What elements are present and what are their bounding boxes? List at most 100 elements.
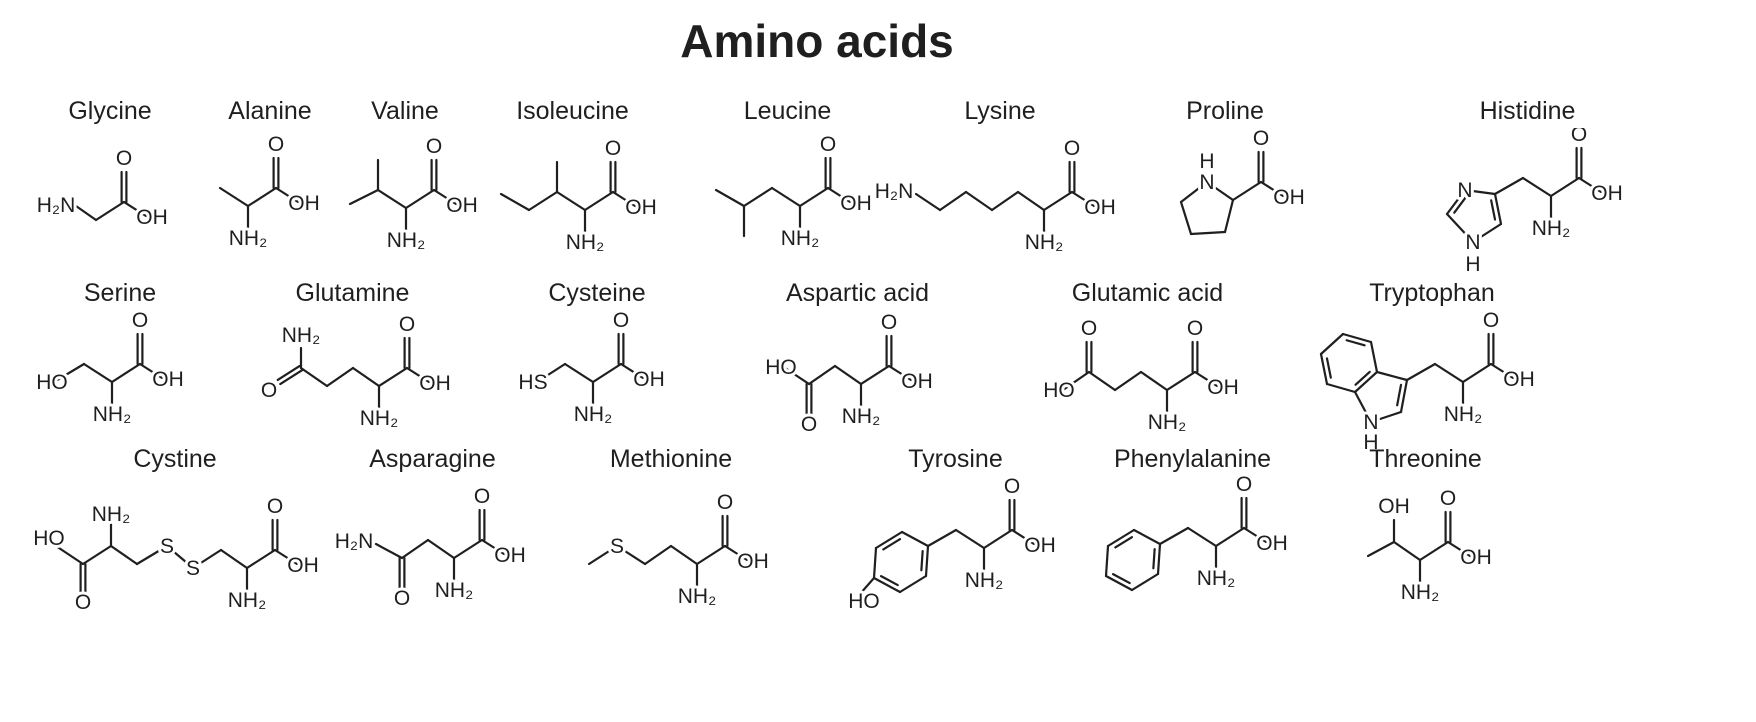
bond <box>1325 357 1332 379</box>
bond <box>165 544 195 570</box>
atom-label: OH <box>1207 376 1239 399</box>
molecule-name-glutamine: Glutamine <box>295 279 410 307</box>
atom-label: H <box>1465 253 1480 276</box>
atom-label: N <box>1363 411 1378 434</box>
atom-label: O <box>268 133 284 156</box>
bond <box>219 548 249 570</box>
atom-label: S <box>160 535 174 558</box>
bond <box>1433 362 1464 384</box>
bond <box>954 528 986 550</box>
bond <box>1405 362 1436 382</box>
bond <box>669 544 699 566</box>
atom-label: O <box>800 413 816 436</box>
bond <box>1179 200 1192 236</box>
atom-label: NH₂ <box>434 579 472 602</box>
bond <box>1186 526 1218 548</box>
bond <box>898 574 928 594</box>
bond <box>535 362 567 384</box>
molecule-name-methionine: Methionine <box>609 445 733 473</box>
atom-label: OH <box>1273 186 1305 209</box>
atom-label: NH₂ <box>92 403 130 426</box>
atom-label: O <box>1186 317 1202 340</box>
bond <box>1016 190 1045 212</box>
bond <box>879 575 899 587</box>
bond <box>1231 180 1262 202</box>
bond <box>1214 526 1246 548</box>
bond <box>1452 196 1467 214</box>
atom-label: HO <box>765 356 797 379</box>
atom-label: NH₂ <box>92 503 130 526</box>
molecule-name-histidine: Histidine <box>1479 97 1576 125</box>
bond <box>1353 370 1371 386</box>
atom-label: O <box>1063 137 1079 160</box>
bond <box>1418 540 1449 562</box>
bond <box>555 190 586 212</box>
bond <box>591 362 623 384</box>
atom-label: HO <box>848 590 880 613</box>
atom-label: OH <box>494 544 526 567</box>
molecule-name-tryptophan: Tryptophan <box>1369 279 1495 307</box>
bond <box>1345 339 1366 347</box>
molecule-name-cysteine: Cysteine <box>548 279 646 307</box>
bond <box>1139 370 1168 392</box>
bond <box>51 542 85 566</box>
bond <box>783 366 810 386</box>
bond <box>1111 573 1131 585</box>
atom-label: NH₂ <box>1147 411 1185 434</box>
bond <box>723 544 749 562</box>
bond <box>1461 362 1492 384</box>
molecule-name-valine: Valine <box>371 97 439 125</box>
atom-label: NH₂ <box>228 589 266 612</box>
bond <box>1061 370 1090 392</box>
bond <box>1189 230 1226 236</box>
bond <box>1165 370 1196 392</box>
bond <box>377 366 408 388</box>
bond <box>833 364 862 386</box>
atom-label: NH₂ <box>841 405 879 428</box>
atom-label: O <box>717 491 733 514</box>
atom-label: O <box>1252 128 1268 150</box>
bond <box>109 544 139 566</box>
atom-label: O <box>880 311 896 334</box>
bond <box>1369 410 1402 424</box>
atom-label: N <box>1465 231 1480 254</box>
atom-label: HO <box>33 527 65 550</box>
atom-label: NH₂ <box>387 229 425 252</box>
bond <box>807 364 836 386</box>
bond <box>583 190 614 212</box>
atom-label: NH₂ <box>780 227 818 250</box>
bond <box>798 186 829 208</box>
bond <box>81 544 113 566</box>
bond <box>404 188 436 210</box>
bond <box>1106 528 1136 548</box>
bond <box>900 530 930 548</box>
atom-label: OH <box>737 550 769 573</box>
atom-label: NH₂ <box>281 324 319 347</box>
atom-label: O <box>75 591 91 614</box>
bond <box>1104 544 1110 578</box>
molecule-name-asparagine: Asparagine <box>369 445 496 473</box>
bond <box>1341 332 1372 344</box>
atom-label: NH₂ <box>965 569 1003 592</box>
atom-label: OH <box>625 196 657 219</box>
bond <box>1087 370 1116 392</box>
atom-label: OH <box>1460 546 1492 569</box>
